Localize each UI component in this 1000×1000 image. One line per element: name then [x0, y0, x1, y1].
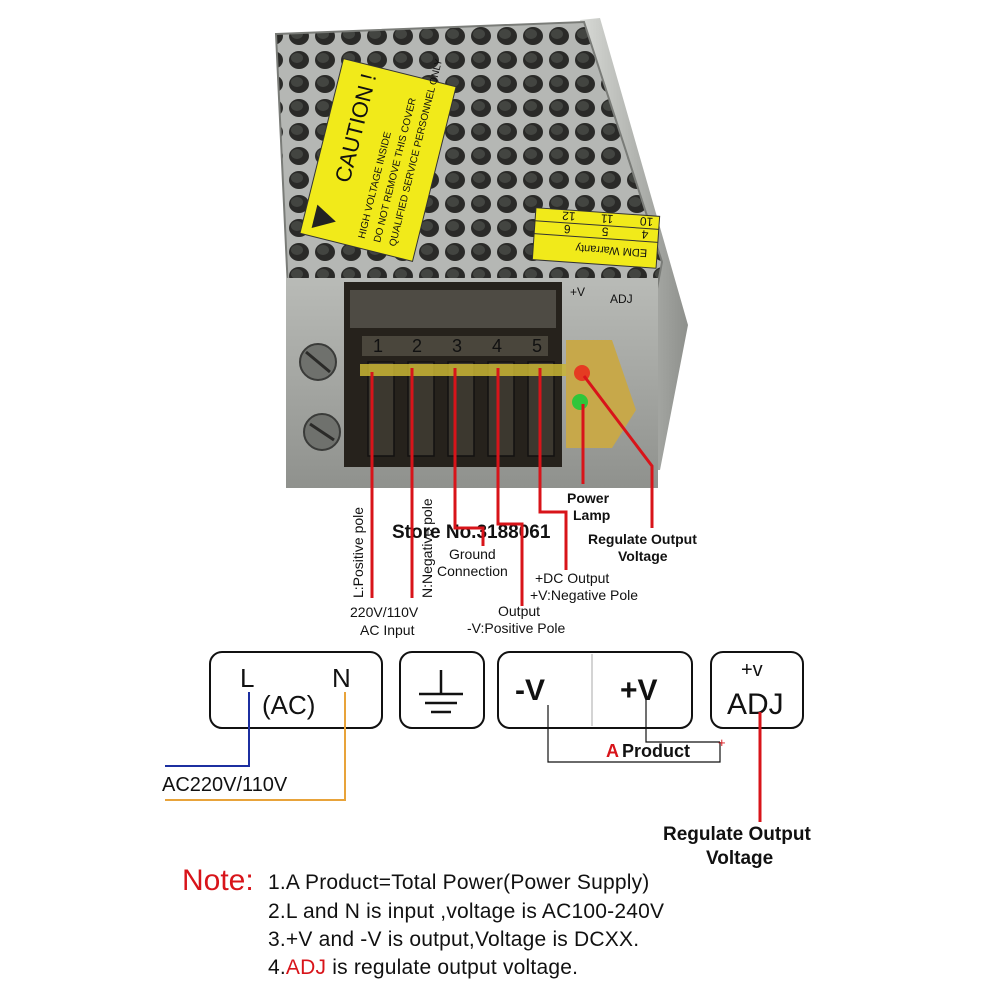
n-terminal-label: N	[332, 663, 351, 693]
product-plus-label: +	[718, 735, 726, 750]
note-line-3: 3.+V and -V is output,Voltage is DCXX.	[268, 928, 640, 951]
terminal-number: 4	[492, 336, 502, 356]
warranty-number: 10	[639, 214, 654, 229]
note-title: Note:	[182, 864, 254, 897]
l-terminal-label: L	[240, 663, 254, 693]
watermark: Store No.3188061	[392, 522, 551, 543]
side-label: +V	[570, 285, 585, 299]
v-positive-label: -V:Positive Pole	[467, 620, 566, 636]
ac-supply-label: AC220V/110V	[162, 774, 288, 796]
device-illustration: 1 2 3 4 5 +V ADJ CAUTION ! HIGH VOLTAGE …	[274, 18, 688, 543]
warranty-sticker: EDM Warranty 4 5 6 10 11 12	[531, 207, 661, 269]
warranty-label: EDM Warranty	[575, 242, 648, 259]
power-lamp-label: Power	[567, 490, 610, 506]
leader-line-regulate	[582, 375, 654, 528]
note-line-4-prefix: 4.	[268, 956, 286, 979]
n-supply-wire	[165, 692, 346, 801]
adj-regulate-label: Regulate Output	[663, 824, 811, 845]
terminal-number: 3	[452, 336, 462, 356]
warranty-number: 11	[600, 211, 614, 226]
dc-output-label: +DC Output	[535, 570, 609, 586]
product-label: Product	[622, 741, 690, 761]
leader-lines	[370, 368, 654, 606]
product-wire	[645, 700, 720, 743]
caution-label: CAUTION ! HIGH VOLTAGE INSIDE DO NOT REM…	[299, 58, 457, 262]
power-led-icon	[572, 394, 588, 410]
ground-icon	[419, 670, 463, 714]
note-line-2: 2.L and N is input ,voltage is AC100-240…	[268, 900, 665, 923]
n-negative-label: N:Negative pole	[419, 498, 435, 598]
regulate-output-label: Voltage	[618, 548, 668, 564]
ac-input-label: AC Input	[360, 622, 415, 638]
terminal-number: 2	[412, 336, 422, 356]
leader-line-output	[496, 368, 524, 606]
warranty-number: 12	[561, 209, 576, 224]
output-box	[497, 651, 693, 729]
adj-regulate-label: Voltage	[706, 848, 773, 869]
output-label: Output	[498, 603, 540, 619]
adj-label: ADJ	[727, 688, 784, 721]
leader-line-ground	[453, 368, 485, 546]
note-line-1: 1.A Product=Total Power(Power Supply)	[268, 871, 650, 894]
adj-plus-v-label: +v	[741, 659, 763, 681]
plus-v-terminal: +V	[620, 674, 658, 707]
note-line-4: 4.ADJ is regulate output voltage.	[268, 956, 578, 980]
ac-input-label: 220V/110V	[350, 604, 419, 620]
v-negative-label: +V:Negative Pole	[530, 587, 638, 603]
adj-box	[710, 651, 804, 729]
schematic: L N (AC) -V +V +v ADJ AC220V/110V A Prod…	[162, 651, 811, 869]
product-wire	[547, 705, 721, 763]
power-lamp-label: Lamp	[573, 507, 610, 523]
ground-label: Connection	[437, 563, 508, 579]
l-supply-wire	[165, 692, 250, 767]
callouts: L:Positive pole N:Negative pole Ground C…	[350, 490, 697, 638]
terminal-number: 1	[373, 336, 383, 356]
ac-input-box	[209, 651, 383, 729]
regulate-output-label: Regulate Output	[588, 531, 697, 547]
note-line-4-suffix: is regulate output voltage.	[326, 956, 579, 979]
warranty-number: 4	[641, 227, 649, 241]
ac-label: (AC)	[262, 690, 315, 720]
leader-line-dc-output	[538, 368, 568, 570]
minus-v-terminal: -V	[515, 674, 545, 707]
warranty-number: 6	[563, 222, 571, 236]
side-label: ADJ	[610, 292, 633, 306]
note-line-4-adj: ADJ	[285, 956, 327, 979]
terminal-number: 5	[532, 336, 542, 356]
product-a-label: A	[606, 741, 619, 761]
warranty-number: 5	[601, 224, 609, 238]
ground-label: Ground	[449, 546, 496, 562]
l-positive-label: L:Positive pole	[350, 507, 366, 598]
